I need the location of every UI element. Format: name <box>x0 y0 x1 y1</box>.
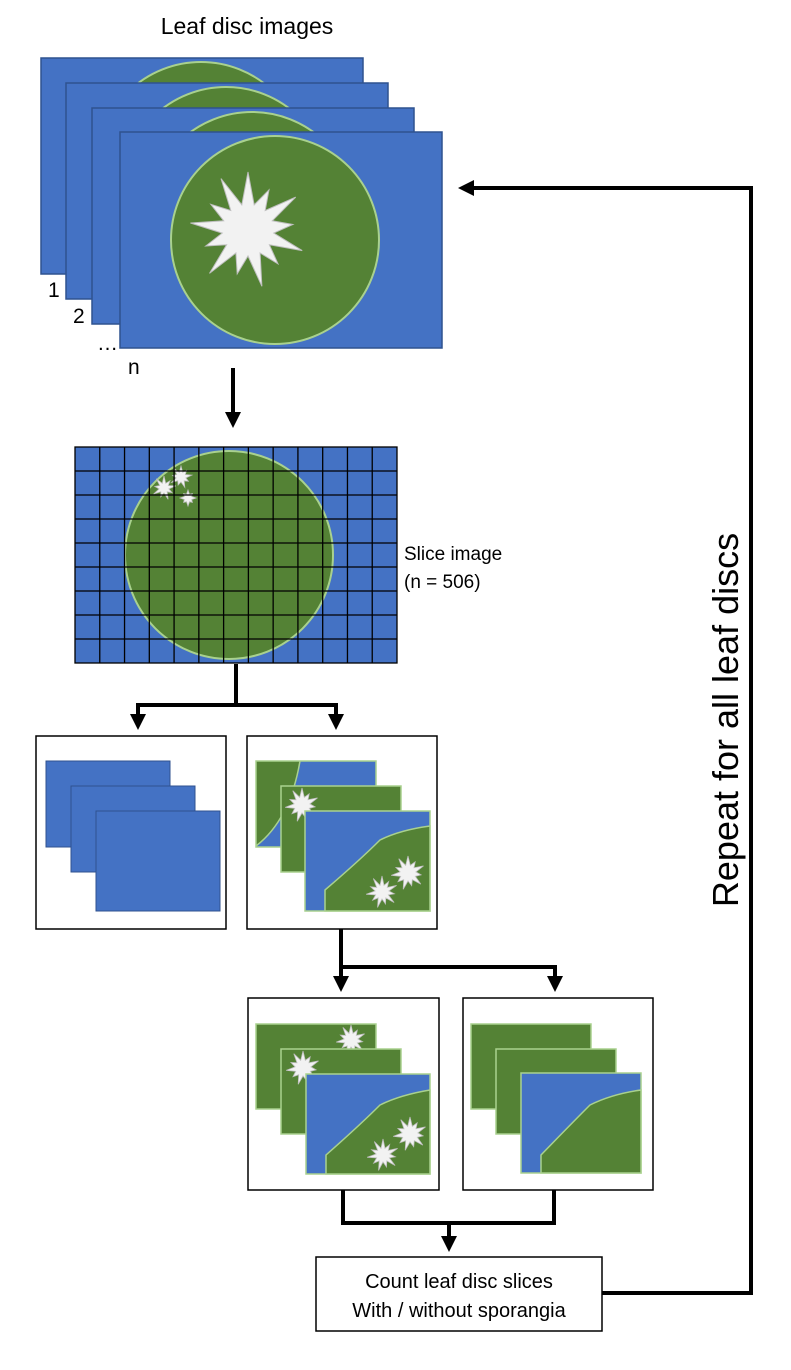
sporangia-splat-f <box>393 1116 426 1151</box>
sporangia-splat-large <box>190 171 303 287</box>
image-index-2: 2 <box>73 305 85 328</box>
leaf-disc-image-stack <box>40 57 443 349</box>
sporangia-splat-c <box>366 875 397 908</box>
split-connector-2 <box>333 929 563 992</box>
background-slices-box <box>35 735 227 930</box>
count-label-line1: Count leaf disc slices <box>365 1271 553 1293</box>
leaf-disc-image-n <box>119 131 443 349</box>
image-index-ellipsis: … <box>97 332 118 355</box>
image-index-n: n <box>128 356 140 379</box>
without-sporangia-box <box>462 997 654 1191</box>
sporangia-splat-small-2 <box>153 475 176 500</box>
count-label-line2: With / without sporangia <box>352 1300 566 1322</box>
with-sporangia-box <box>247 997 440 1191</box>
leaf-slice-3 <box>304 810 431 912</box>
sporangia-splat-g <box>367 1138 398 1171</box>
leaf-slices-box <box>246 735 438 930</box>
merge-connector <box>341 1190 556 1252</box>
slice-image-label: Slice image <box>404 544 502 565</box>
slice-grid-lines <box>75 447 397 663</box>
count-box: Count leaf disc slices With / without sp… <box>315 1256 603 1332</box>
sporangia-splat-d <box>336 1024 365 1055</box>
sporangia-splat-b <box>391 855 424 890</box>
split-connector-1 <box>130 664 344 730</box>
repeat-label: Repeat for all leaf discs <box>705 533 746 907</box>
repeat-loop-arrow <box>458 180 753 1295</box>
image-index-1: 1 <box>48 279 60 302</box>
slice-image-grid <box>74 446 398 664</box>
slice-image-count: (n = 506) <box>404 572 481 593</box>
title-leaf-disc-images: Leaf disc images <box>161 13 334 39</box>
